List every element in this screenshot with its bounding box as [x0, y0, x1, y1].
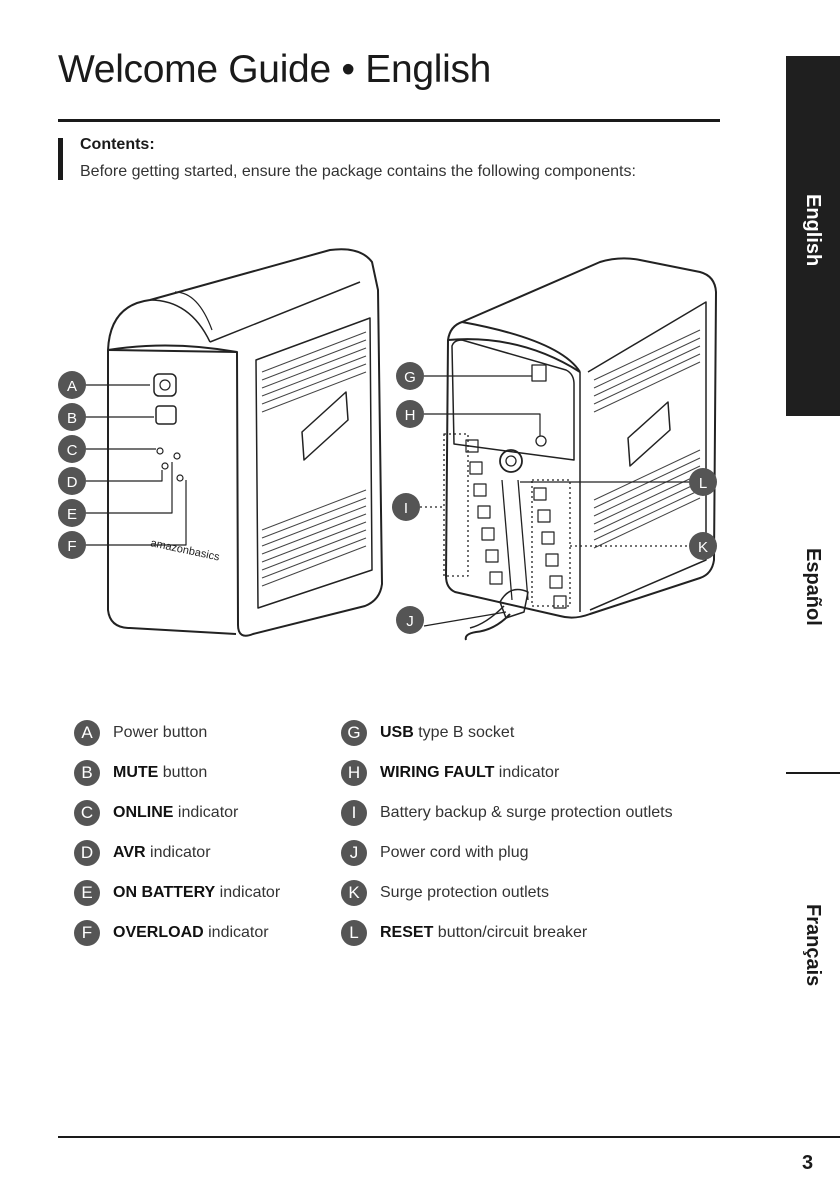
- callout-k: K: [698, 539, 708, 556]
- letter-badge: G: [341, 720, 367, 746]
- footer-divider: [58, 1136, 840, 1138]
- ups-illustration: amazonbasics: [58, 248, 717, 641]
- legend-bold-term: ONLINE: [113, 804, 174, 821]
- legend-item: I Battery backup & surge protection outl…: [341, 800, 673, 840]
- letter-badge: J: [341, 840, 367, 866]
- legend-description: Power cord with plug: [380, 844, 529, 861]
- legend-description: indicator: [203, 924, 269, 941]
- contents-description: Before getting started, ensure the packa…: [80, 163, 636, 180]
- legend-item: H WIRING FAULT indicator: [341, 760, 673, 800]
- callout-g: G: [404, 369, 416, 386]
- letter-badge: B: [74, 760, 100, 786]
- callout-d: D: [67, 474, 78, 491]
- callout-l: L: [699, 475, 707, 492]
- legend-description: button/circuit breaker: [433, 924, 588, 941]
- letter-badge: F: [74, 920, 100, 946]
- tab-francais[interactable]: Français: [802, 904, 824, 987]
- callout-h: H: [405, 407, 416, 424]
- callout-i: I: [404, 500, 408, 517]
- legend-description: Surge protection outlets: [380, 884, 549, 901]
- legend-item: F OVERLOAD indicator: [74, 920, 280, 960]
- legend-description: Battery backup & surge protection outlet…: [380, 804, 673, 821]
- callout-e: E: [67, 506, 77, 523]
- legend-bold-term: OVERLOAD: [113, 924, 204, 941]
- legend-bold-term: ON BATTERY: [113, 884, 216, 901]
- rear-view-unit: [445, 257, 717, 641]
- letter-badge: D: [74, 840, 100, 866]
- tab-english[interactable]: English: [786, 56, 840, 416]
- tab-english-label: English: [802, 194, 824, 267]
- legend-description: button: [158, 764, 208, 781]
- callout-b: B: [67, 410, 77, 427]
- callout-f: F: [67, 538, 76, 555]
- legend-description: indicator: [215, 884, 281, 901]
- letter-badge: E: [74, 880, 100, 906]
- legend-item: B MUTE button: [74, 760, 280, 800]
- legend-left-column: A Power button B MUTE button C ONLINE in…: [74, 720, 280, 960]
- legend-bold-term: USB: [380, 724, 414, 741]
- front-view-unit: amazonbasics: [107, 248, 383, 637]
- legend-right-column: G USB type B socket H WIRING FAULT indic…: [341, 720, 673, 960]
- tab-espanol[interactable]: Español: [802, 548, 824, 626]
- legend-bold-term: MUTE: [113, 764, 159, 781]
- letter-badge: C: [74, 800, 100, 826]
- legend-item: G USB type B socket: [341, 720, 673, 760]
- callout-c: C: [67, 442, 78, 459]
- legend-bold-term: RESET: [380, 924, 434, 941]
- letter-badge: H: [341, 760, 367, 786]
- page-number: 3: [802, 1152, 814, 1174]
- letter-badge: A: [74, 720, 100, 746]
- letter-badge: I: [341, 800, 367, 826]
- legend-item: C ONLINE indicator: [74, 800, 280, 840]
- legend-item: K Surge protection outlets: [341, 880, 673, 920]
- legend-item: J Power cord with plug: [341, 840, 673, 880]
- callout-a: A: [67, 378, 77, 395]
- title-divider: [58, 119, 720, 122]
- callout-j: J: [406, 613, 414, 630]
- legend-description: Power button: [113, 724, 208, 741]
- legend-item: D AVR indicator: [74, 840, 280, 880]
- legend-description: indicator: [173, 804, 239, 821]
- legend-item: L RESET button/circuit breaker: [341, 920, 673, 960]
- tab-divider: [786, 772, 840, 774]
- letter-badge: L: [341, 920, 367, 946]
- legend-description: indicator: [145, 844, 211, 861]
- letter-badge: K: [341, 880, 367, 906]
- contents-accent-bar: [58, 138, 63, 180]
- legend-item: A Power button: [74, 720, 280, 760]
- legend-description: indicator: [494, 764, 560, 781]
- page-title: Welcome Guide • English: [58, 48, 492, 91]
- legend-bold-term: AVR: [113, 844, 146, 861]
- legend-item: E ON BATTERY indicator: [74, 880, 280, 920]
- legend-description: type B socket: [413, 724, 515, 741]
- svg-text:amazonbasics: amazonbasics: [149, 537, 221, 563]
- contents-heading: Contents:: [80, 136, 155, 153]
- legend-bold-term: WIRING FAULT: [380, 764, 495, 781]
